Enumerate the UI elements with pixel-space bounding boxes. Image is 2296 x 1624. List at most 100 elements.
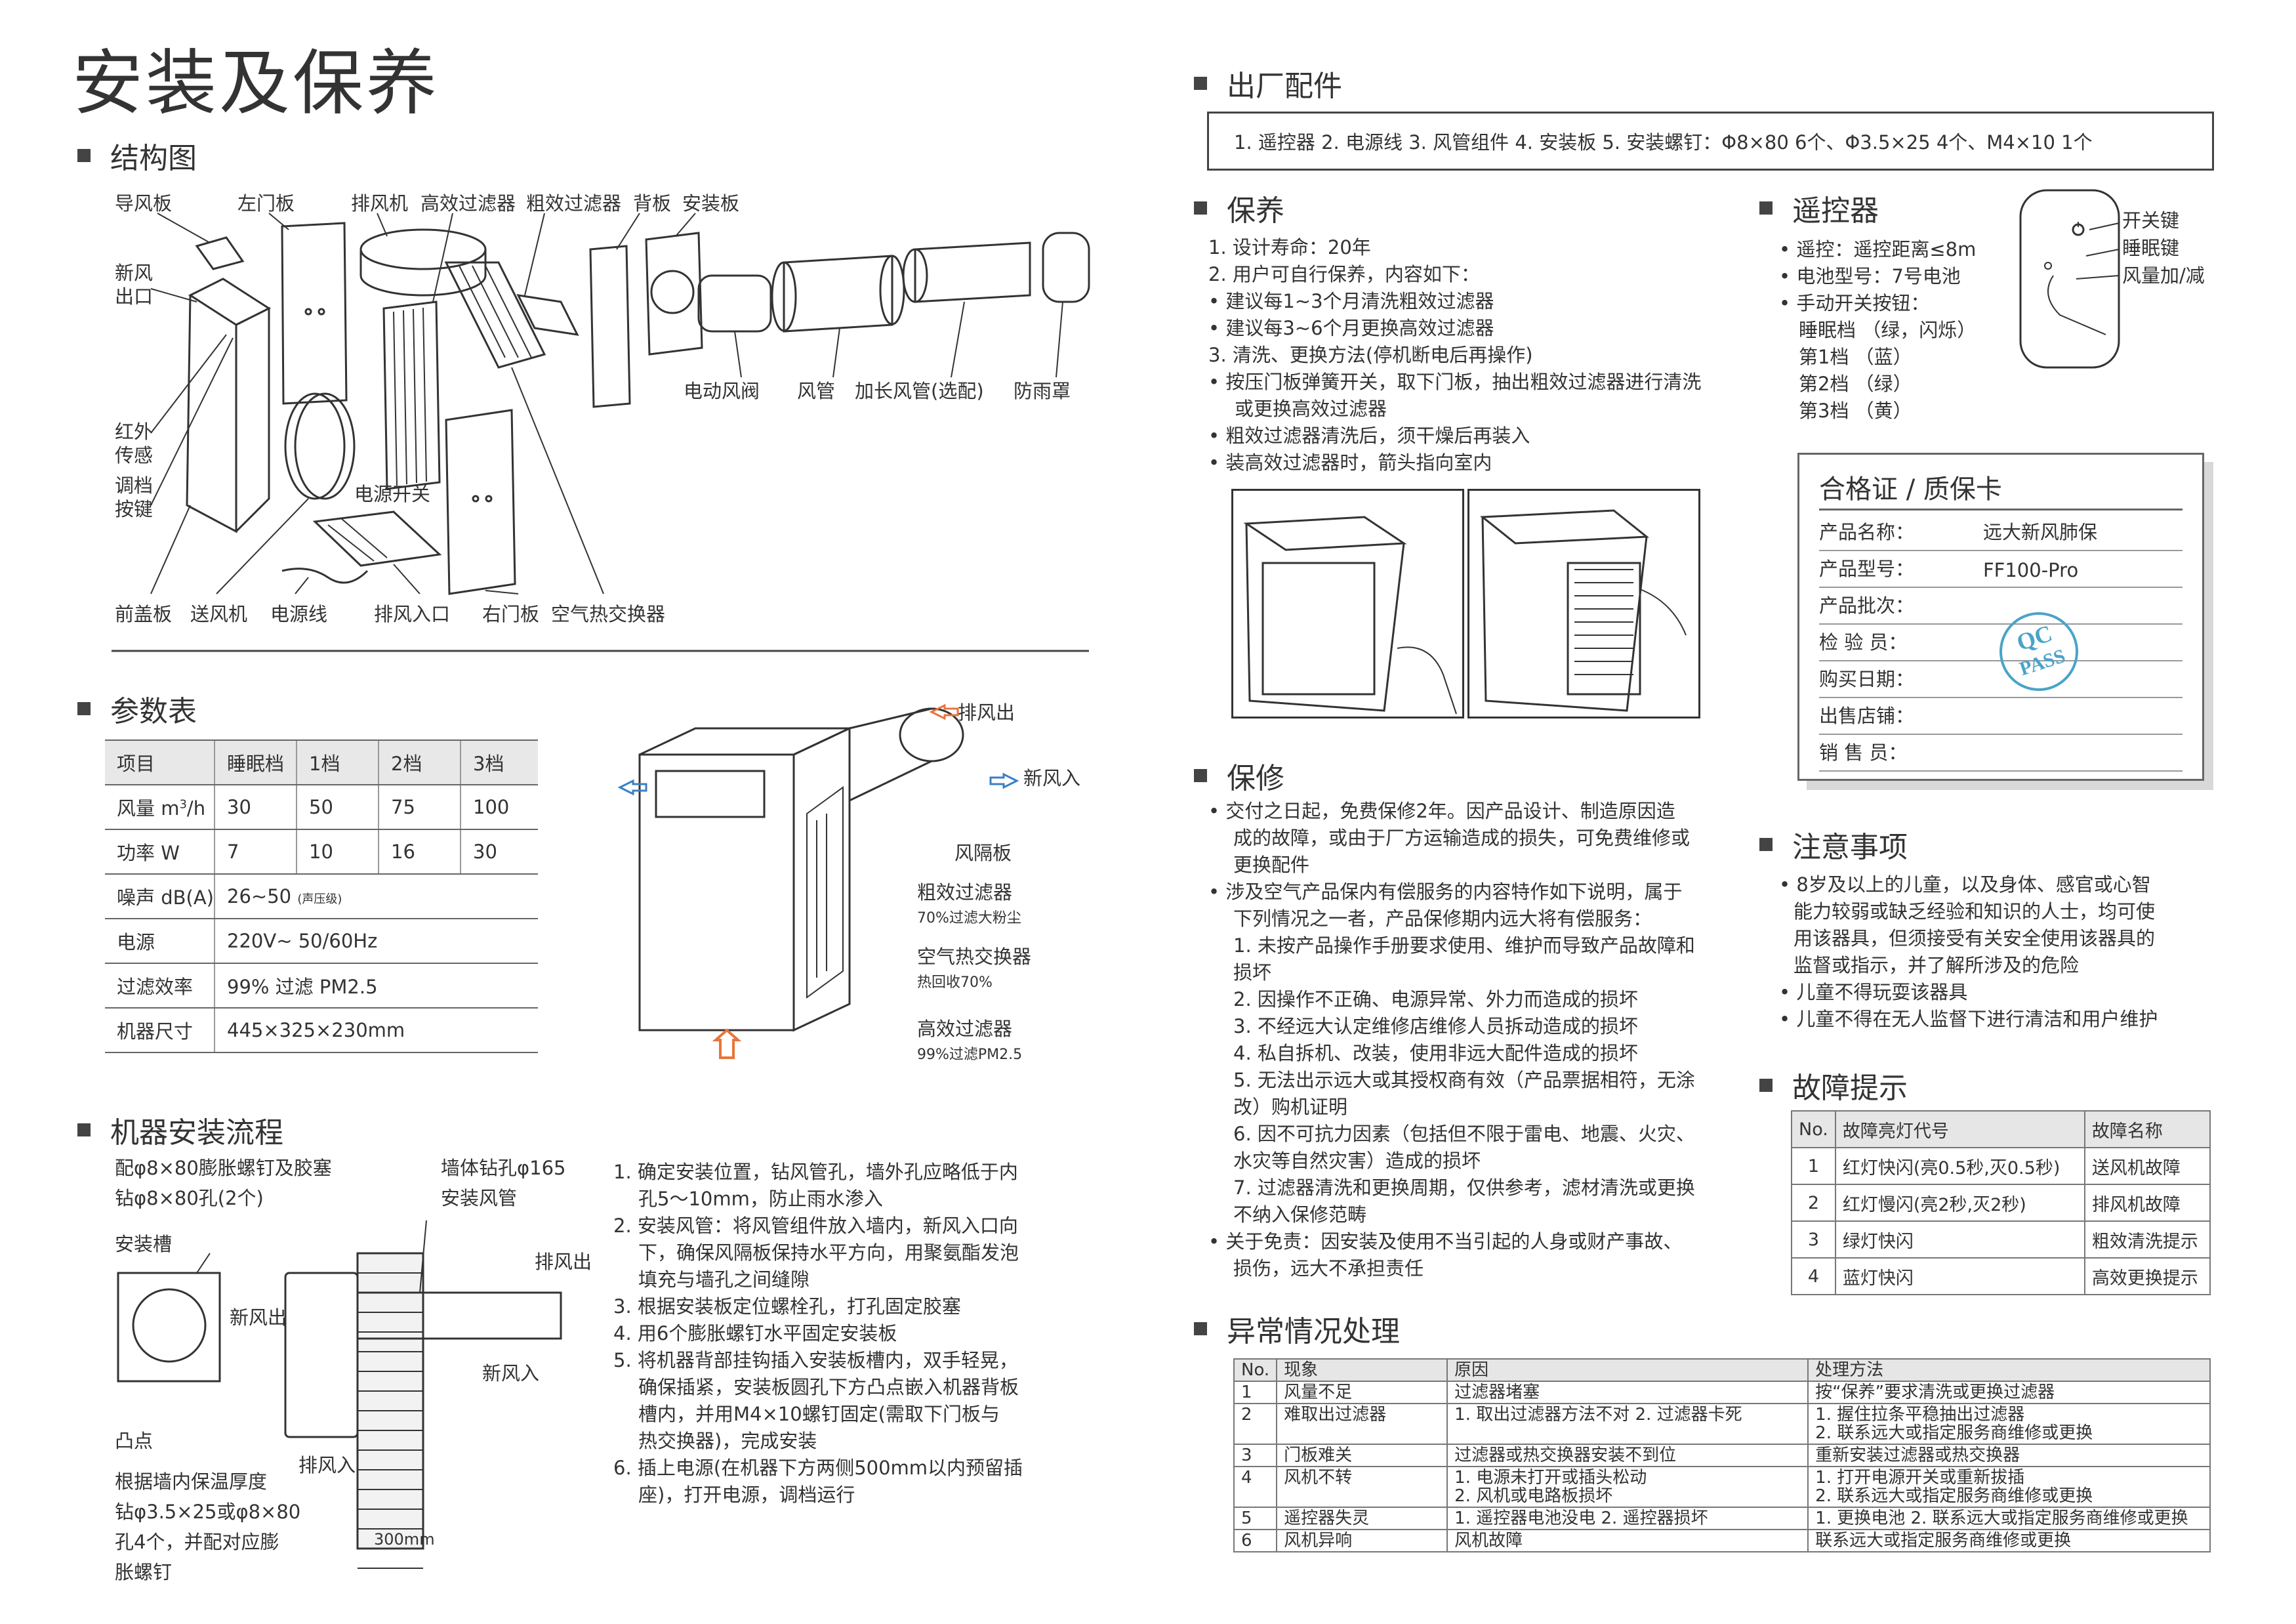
params-key: 功率 W [105,829,215,875]
section-maintenance-heading: 保养 [1194,187,1284,229]
page-title: 安装及保养 [72,43,440,125]
install-step: 1. 确定安装位置，钻风管孔，墙外孔应略低于内 [613,1161,1018,1183]
abnormal-no: 4 [1233,1466,1278,1508]
params-value: 75 [378,785,461,830]
label-electric-damper: 电动风阀 [684,380,760,402]
install-step: 2. 安装风管：将风管组件放入墙内，新风入口向 [613,1215,1018,1237]
params-row: 电源 220V~ 50/60Hz [105,919,538,964]
flow-fresh-in: 新风入 [1023,767,1081,789]
section-abnormal-heading: 异常情况处理 [1194,1308,1400,1350]
params-row: 功率 W 7 10 16 30 [105,829,538,875]
abnormal-fix: 重新安装过滤器或热交换器 [1807,1444,2211,1467]
notice-line: 能力较弱或缺乏经验和知识的人士，均可使 [1794,900,2156,923]
abnormal-header-cell: 现象 [1276,1358,1448,1382]
remote-power-key-label: 开关键 [2122,209,2180,232]
install-note-line: 胀螺钉 [115,1561,173,1583]
card-row: 销 售 员： [1819,735,2183,772]
notice-line: 监督或指示，并了解所涉及的危险 [1794,954,2080,976]
remote-line: • 电池型号：7号电池 [1779,265,1961,287]
remote-drawing [2019,189,2120,369]
params-key: 风量 m3/h [105,785,215,830]
remote-speed-key-label: 风量加/减 [2122,264,2205,287]
fault-no: 3 [1791,1220,1836,1259]
params-row: 风量 m3/h 30 50 75 100 [105,785,538,830]
abnormal-header-cell: 处理方法 [1807,1358,2211,1382]
warranty-line: • 涉及空气产品保内有偿服务的内容特作如下说明，属于 [1208,881,1683,903]
params-header-row: 项目 睡眠档 1档 2档 3档 [105,739,538,785]
label-ir-sensor: 红外 传感 [115,421,154,467]
abnormal-no: 6 [1233,1529,1278,1552]
install-step: 确保插紧，安装板圆孔下方凸点嵌入机器背板 [638,1376,1019,1398]
remote-sleep-key-label: 睡眠键 [2122,237,2180,259]
fault-name: 高效更换提示 [2083,1257,2211,1295]
label-rain-cover: 防雨罩 [1014,380,1071,402]
card-row: 出售店铺： [1819,698,2183,735]
warranty-line: 1. 未按产品操作手册要求使用、维护而导致产品故障和 [1233,934,1695,957]
warranty-line: 7. 过滤器清洗和更换周期，仅供参考，滤材清洗或更换 [1233,1176,1695,1199]
card-row: 产品名称：远大新风肺保 [1819,514,2183,551]
install-drill-label: 钻φ8×80孔(2个) [115,1187,264,1209]
params-header-cell: 2档 [378,739,461,785]
install-boss-label: 凸点 [115,1430,154,1452]
params-row: 噪声 dB(A) 26~50 (声压级) [105,874,538,919]
maintenance-line: • 建议每3~6个月更换高效过滤器 [1208,317,1494,339]
warranty-line: 3. 不经远大认定维修店维修人员拆动造成的损坏 [1233,1015,1638,1037]
abnormal-fix: 按“保养”要求清洗或更换过滤器 [1807,1381,2211,1404]
install-fresh-out-label: 新风出 [230,1306,287,1329]
remote-line: 第3档 （黄） [1799,400,1912,422]
card-row: 产品批次： [1819,588,2183,625]
install-note-line: 孔4个，并配对应膨 [115,1531,279,1553]
label-guide-plate: 导风板 [115,192,173,215]
install-diagram: 配φ8×80膨胀螺钉及胶塞 钻φ8×80孔(2个) 安装槽 凸点 根据墙内保温厚… [0,1142,604,1614]
abnormal-symptom: 难取出过滤器 [1276,1403,1448,1445]
warranty-line: 水灾等自然灾害）造成的损坏 [1233,1150,1481,1172]
flow-baffle: 风隔板 [954,842,1012,864]
maintenance-text: 1. 设计寿命：20年 2. 用户可自行保养，内容如下： • 建议每1~3个月清… [1208,234,1701,476]
params-value: 26~50 (声压级) [214,874,538,919]
install-anchor-label: 配φ8×80膨胀螺钉及胶塞 [115,1157,332,1179]
install-step: 孔5～10mm，防止雨水渗入 [638,1188,883,1210]
abnormal-header-row: No. 现象 原因 处理方法 [1233,1358,2211,1382]
fault-name: 送风机故障 [2083,1147,2211,1185]
arrow-blue-icon [989,772,1019,789]
install-step: 座)，打开电源，调档运行 [638,1484,855,1506]
label-left-door: 左门板 [237,192,295,215]
params-value: 10 [296,829,379,875]
notice-text: • 8岁及以上的儿童，以及身体、感官或心智 能力较弱或缺乏经验和知识的人士，均可… [1779,871,2158,1033]
warranty-line: 5. 无法出示远大或其授权商有效（产品票据相符，无涂 [1233,1069,1695,1091]
fault-no: 4 [1791,1257,1836,1295]
abnormal-row: 3 门板难关 过滤器或热交换器安装不到位 重新安装过滤器或热交换器 [1233,1444,2211,1467]
install-step: 热交换器)，完成安装 [638,1430,817,1452]
notice-line: • 儿童不得玩耍该器具 [1779,981,1968,1003]
abnormal-no: 1 [1233,1381,1278,1404]
label-front-cover: 前盖板 [115,603,173,625]
fault-name: 粗效清洗提示 [2083,1220,2211,1259]
maintenance-line: • 建议每1~3个月清洗粗效过滤器 [1208,290,1494,312]
label-speed-button: 调档 按键 [115,474,154,520]
warranty-line: 损坏 [1233,961,1272,984]
label-ext-duct: 加长风管(选配) [855,380,984,402]
maintenance-line: 或更换高效过滤器 [1235,398,1387,420]
params-key: 机器尺寸 [105,1008,215,1053]
fault-code: 红灯快闪(亮0.5秒,灭0.5秒) [1834,1147,2085,1185]
label-power-cord: 电源线 [270,603,328,625]
install-step: 下，确保风隔板保持水平方向，用聚氨酯发泡 [638,1241,1019,1264]
warranty-line: 下列情况之一者，产品保修期内远大将有偿服务： [1233,907,1652,930]
warranty-line: 改）购机证明 [1233,1096,1348,1118]
maintenance-illustration-2 [1467,489,1700,718]
install-step: 3. 根据安装板定位螺栓孔，打孔固定胶塞 [613,1295,961,1318]
flow-coarse: 粗效过滤器 [917,881,1013,904]
abnormal-cause: 过滤器堵塞 [1446,1381,1809,1404]
section-structure-heading: 结构图 [77,135,197,177]
arrow-orange-icon [712,1028,742,1059]
warranty-line: 不纳入保修范畴 [1233,1203,1367,1226]
maintenance-line: 2. 用户可自行保养，内容如下： [1208,263,1480,285]
label-supply-fan: 送风机 [190,603,248,625]
abnormal-symptom: 风机异响 [1276,1529,1448,1552]
install-fresh-in-label: 新风入 [482,1362,540,1385]
params-key: 过滤效率 [105,963,215,1009]
